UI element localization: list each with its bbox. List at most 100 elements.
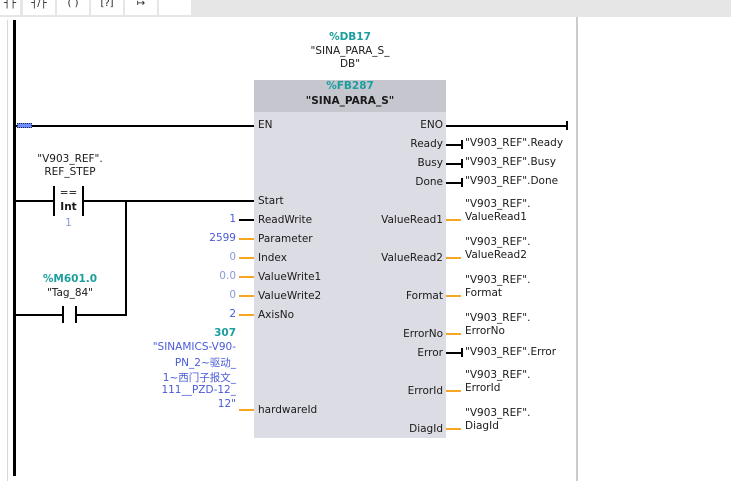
eno-wire xyxy=(446,125,568,127)
hardware-tag-line[interactable]: 1~西门子报文_ xyxy=(162,372,236,384)
pin-errorid: ErrorId xyxy=(407,385,443,397)
network-border xyxy=(576,17,578,481)
open-branch-icon[interactable]: ↦ xyxy=(125,0,157,15)
valueread2-operand[interactable]: "V903_REF". xyxy=(465,236,531,248)
pin-ready: Ready xyxy=(410,138,443,150)
close-branch-icon[interactable] xyxy=(159,0,191,15)
wire xyxy=(446,428,461,430)
wire xyxy=(16,200,53,202)
pin-errorno: ErrorNo xyxy=(403,328,443,340)
pin-index: Index xyxy=(258,252,287,264)
wire xyxy=(239,295,254,297)
valuewrite1-value[interactable]: 0.0 xyxy=(219,270,236,282)
instance-db-name: "SINA_PARA_S_ xyxy=(310,45,390,57)
wire xyxy=(76,314,127,316)
network-left-guide xyxy=(7,20,8,481)
wire xyxy=(446,182,462,184)
wire-selection-handle[interactable] xyxy=(17,123,32,128)
wire-end xyxy=(566,121,568,130)
pin-hardwareid: hardwareId xyxy=(258,404,318,416)
function-block[interactable] xyxy=(254,80,446,438)
hardware-tag-line[interactable]: 111__PZD-12_ xyxy=(161,384,236,396)
wire-end xyxy=(461,159,463,168)
wire xyxy=(446,333,461,335)
contact-bar-left[interactable] xyxy=(62,306,64,323)
pin-valuewrite1: ValueWrite1 xyxy=(258,271,322,283)
pin-done: Done xyxy=(415,176,443,188)
block-name: "SINA_PARA_S" xyxy=(305,95,395,107)
diagid-operand-member[interactable]: DiagId xyxy=(465,420,499,432)
wire-end xyxy=(461,178,463,187)
valueread1-operand[interactable]: "V903_REF". xyxy=(465,198,531,210)
wire xyxy=(446,144,462,146)
pin-diagid: DiagId xyxy=(409,423,443,435)
pin-valueread2: ValueRead2 xyxy=(381,252,443,264)
errorno-operand-member[interactable]: ErrorNo xyxy=(465,325,505,337)
contact-bar-right xyxy=(82,186,84,216)
errorno-operand[interactable]: "V903_REF". xyxy=(465,312,531,324)
compare-operator: == xyxy=(59,187,78,199)
instance-db-name-cont: DB" xyxy=(339,58,361,70)
wire xyxy=(446,257,461,259)
contact-icon[interactable]: ┤├ xyxy=(0,0,20,15)
format-operand-member[interactable]: Format xyxy=(465,287,503,299)
valueread2-operand-member[interactable]: ValueRead2 xyxy=(465,249,527,261)
instance-db-address: %DB17 xyxy=(329,31,371,43)
errorid-operand[interactable]: "V903_REF". xyxy=(465,369,531,381)
wire xyxy=(446,352,462,354)
function-block-header: %FB287 "SINA_PARA_S" xyxy=(254,80,446,112)
power-rail xyxy=(13,20,16,476)
done-operand[interactable]: "V903_REF".Done xyxy=(465,175,559,187)
pin-eno: ENO xyxy=(420,119,443,131)
error-operand[interactable]: "V903_REF".Error xyxy=(465,346,557,358)
parameter-value[interactable]: 2599 xyxy=(209,232,236,244)
pin-en: EN xyxy=(258,119,273,131)
negated-contact-icon[interactable]: ┤/├ xyxy=(23,0,55,15)
errorid-operand-member[interactable]: ErrorId xyxy=(465,382,501,394)
empty-box-icon[interactable]: [?] xyxy=(91,0,123,15)
contact-tag: "Tag_84" xyxy=(46,287,94,299)
pin-format: Format xyxy=(405,290,443,302)
pin-axisno: AxisNo xyxy=(258,309,295,321)
pin-valueread1: ValueRead1 xyxy=(381,214,443,226)
hardware-tag-line[interactable]: 12" xyxy=(217,398,236,410)
readwrite-value[interactable]: 1 xyxy=(229,213,236,225)
start-wire xyxy=(84,200,254,202)
compare-operand-member: REF_STEP xyxy=(44,166,96,178)
valuewrite2-value[interactable]: 0 xyxy=(229,289,236,301)
wire-end xyxy=(461,140,463,149)
wire xyxy=(446,219,461,221)
compare-type: Int xyxy=(60,201,77,213)
wire xyxy=(239,219,254,221)
busy-operand[interactable]: "V903_REF".Busy xyxy=(465,156,556,168)
compare-operand: "V903_REF". xyxy=(37,153,103,165)
wire xyxy=(239,257,254,259)
ladder-toolbar: ┤├ ┤/├ ( ) [?] ↦ xyxy=(0,0,731,17)
wire xyxy=(239,314,254,316)
pin-error: Error xyxy=(417,347,443,359)
contact-address: %M601.0 xyxy=(42,273,98,285)
format-operand[interactable]: "V903_REF". xyxy=(465,274,531,286)
ready-operand[interactable]: "V903_REF".Ready xyxy=(465,137,564,149)
wire xyxy=(239,276,254,278)
hardware-id-value[interactable]: 307 xyxy=(214,327,236,339)
index-value[interactable]: 0 xyxy=(229,251,236,263)
valueread1-operand-member[interactable]: ValueRead1 xyxy=(465,211,527,223)
contact-bar-left xyxy=(53,186,55,216)
hardware-tag-line[interactable]: "SINAMICS-V90- xyxy=(152,341,236,353)
wire xyxy=(446,163,462,165)
pin-start: Start xyxy=(258,195,284,207)
block-address: %FB287 xyxy=(326,80,374,92)
hardware-tag-line[interactable]: PN_2~驱动_ xyxy=(174,357,236,369)
axisno-value[interactable]: 2 xyxy=(229,308,236,320)
coil-icon[interactable]: ( ) xyxy=(57,0,89,15)
branch-wire xyxy=(125,200,127,316)
en-wire[interactable] xyxy=(16,125,254,127)
wire xyxy=(239,238,254,240)
pin-valuewrite2: ValueWrite2 xyxy=(258,290,322,302)
wire xyxy=(446,295,461,297)
compare-value: 1 xyxy=(65,217,72,229)
pin-parameter: Parameter xyxy=(258,233,313,245)
diagid-operand[interactable]: "V903_REF". xyxy=(465,407,531,419)
wire xyxy=(239,409,254,411)
